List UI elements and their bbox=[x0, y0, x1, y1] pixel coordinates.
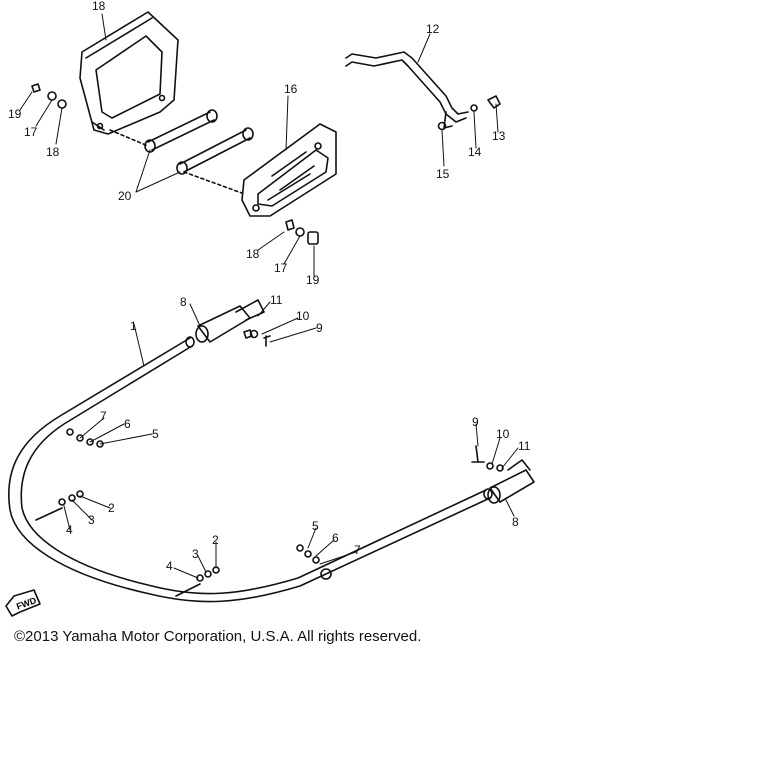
callout: 2 bbox=[108, 501, 115, 515]
callout: 10 bbox=[296, 309, 310, 323]
callout: 5 bbox=[152, 427, 159, 441]
callout: 8 bbox=[512, 515, 519, 529]
callout-labels: 18 16 12 19 17 18 20 16 14 13 15 18 17 1… bbox=[8, 0, 531, 612]
callout: 10 bbox=[496, 427, 510, 441]
callout: 3 bbox=[192, 547, 199, 561]
sleeve-right bbox=[487, 459, 535, 504]
sleeve-upper bbox=[195, 299, 265, 343]
callout: 18 bbox=[46, 145, 60, 159]
upper-hardware bbox=[31, 83, 501, 245]
callout: 12 bbox=[426, 22, 440, 36]
callout: 4 bbox=[66, 523, 73, 537]
callout: 9 bbox=[316, 321, 323, 335]
callout: 9 bbox=[472, 415, 479, 429]
callout: 20 bbox=[118, 189, 132, 203]
callout: 17 bbox=[274, 261, 288, 275]
fwd-arrow-icon bbox=[5, 589, 41, 617]
copyright-notice: ©2013 Yamaha Motor Corporation, U.S.A. A… bbox=[14, 628, 422, 645]
bracket-left bbox=[79, 11, 179, 135]
callout: 11 bbox=[270, 293, 283, 307]
callout: 14 bbox=[468, 145, 482, 159]
callout: 2 bbox=[212, 533, 219, 547]
leader-lines bbox=[19, 13, 519, 579]
callout: 18 bbox=[246, 247, 260, 261]
callout: 7 bbox=[100, 409, 107, 423]
callout: 18 bbox=[92, 0, 106, 13]
rods bbox=[109, 109, 254, 197]
callout: 8 bbox=[180, 295, 187, 309]
callout: 13 bbox=[492, 129, 506, 143]
bracket-right bbox=[241, 123, 337, 217]
callout: 5 bbox=[312, 519, 319, 533]
callout: 19 bbox=[8, 107, 22, 121]
callout: 6 bbox=[124, 417, 131, 431]
callout: 11 bbox=[518, 439, 531, 453]
callout: 4 bbox=[166, 559, 173, 573]
frame-tube bbox=[8, 336, 493, 603]
callout: 1 bbox=[130, 319, 137, 333]
callout: 15 bbox=[436, 167, 450, 181]
callout: 7 bbox=[354, 543, 361, 557]
callout: 6 bbox=[332, 531, 339, 545]
callout: 17 bbox=[24, 125, 38, 139]
callout: 16 bbox=[284, 82, 298, 96]
lower-hardware bbox=[35, 329, 504, 597]
callout: 19 bbox=[306, 273, 320, 287]
handle-bar bbox=[345, 51, 469, 129]
callout: 3 bbox=[88, 513, 95, 527]
